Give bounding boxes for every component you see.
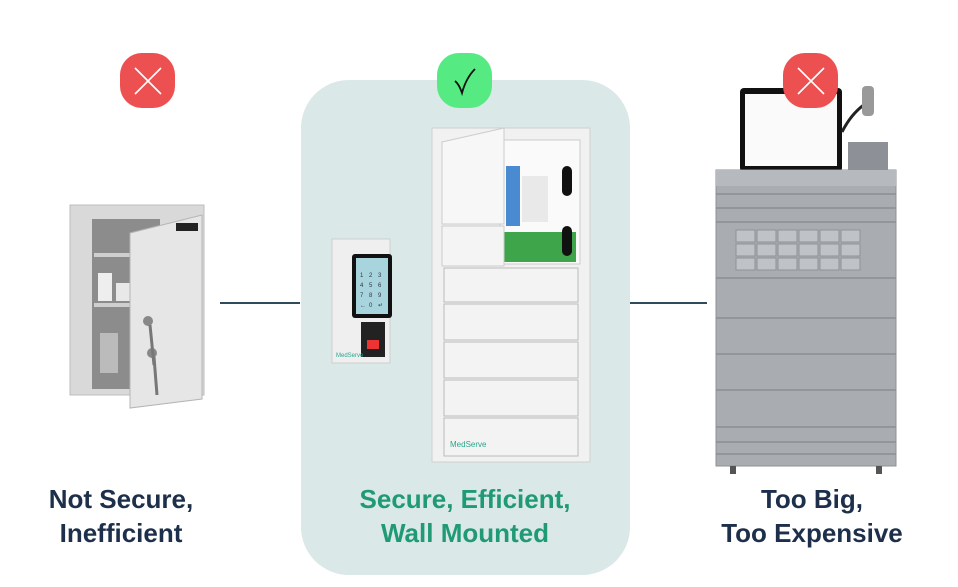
keypad-key: 0	[369, 303, 373, 309]
automated-dispensing-cabinet-image	[715, 86, 897, 474]
keypad-key: ←	[360, 303, 366, 309]
drawer-bin	[756, 257, 777, 271]
drawer-bin	[798, 257, 819, 271]
drawer-bin	[819, 229, 840, 243]
connector-line-left	[220, 302, 300, 304]
keypad-key: 5	[369, 283, 373, 289]
key-lock-cabinet-image	[69, 204, 205, 409]
medserve-wall-cabinet-image: MedServe	[431, 127, 591, 463]
drawer-bin	[735, 243, 756, 257]
rejected-badge	[783, 53, 838, 108]
connector-line-right	[630, 302, 707, 304]
drawer-bin	[735, 229, 756, 243]
drawer-bin	[735, 257, 756, 271]
keypad-key: 7	[360, 293, 364, 299]
drawer-bin	[798, 229, 819, 243]
drawer-bin	[777, 229, 798, 243]
keypad-key: ↵	[378, 303, 383, 309]
keypad-key: 4	[360, 283, 364, 289]
drawer-bin	[840, 257, 861, 271]
drawer-bin	[819, 257, 840, 271]
approved-badge	[437, 53, 492, 108]
brand-label: MedServe	[450, 440, 487, 449]
caption-secure: Secure, Efficient, Wall Mounted	[335, 482, 595, 550]
drawer-bin	[798, 243, 819, 257]
drawer-bin	[840, 229, 861, 243]
caption-not-secure: Not Secure, Inefficient	[0, 482, 251, 550]
drawer-bin	[756, 243, 777, 257]
brand-label: MedServe	[336, 353, 364, 359]
drawer-bin	[777, 243, 798, 257]
caption-line: Too Expensive	[721, 518, 903, 548]
caption-line: Secure, Efficient,	[359, 484, 571, 514]
x-icon	[796, 66, 825, 95]
keypad-key: 9	[378, 293, 382, 299]
drawer-bin	[819, 243, 840, 257]
caption-line: Wall Mounted	[380, 518, 549, 548]
checkmark-icon	[453, 67, 476, 96]
keypad-key: 6	[378, 283, 382, 289]
x-icon	[133, 66, 162, 95]
keypad-key: 3	[378, 273, 382, 279]
drawer-bin	[840, 243, 861, 257]
drawer-bin	[777, 257, 798, 271]
caption-line: Too Big,	[760, 484, 864, 514]
keypad-key: 2	[369, 273, 373, 279]
drawer-bin	[756, 229, 777, 243]
caption-too-big: Too Big, Too Expensive	[682, 482, 942, 550]
keypad-key: 8	[369, 293, 373, 299]
keypad-key: 1	[360, 273, 364, 279]
caption-line: Inefficient	[59, 518, 183, 548]
caption-line: Not Secure,	[48, 484, 194, 514]
rejected-badge	[120, 53, 175, 108]
